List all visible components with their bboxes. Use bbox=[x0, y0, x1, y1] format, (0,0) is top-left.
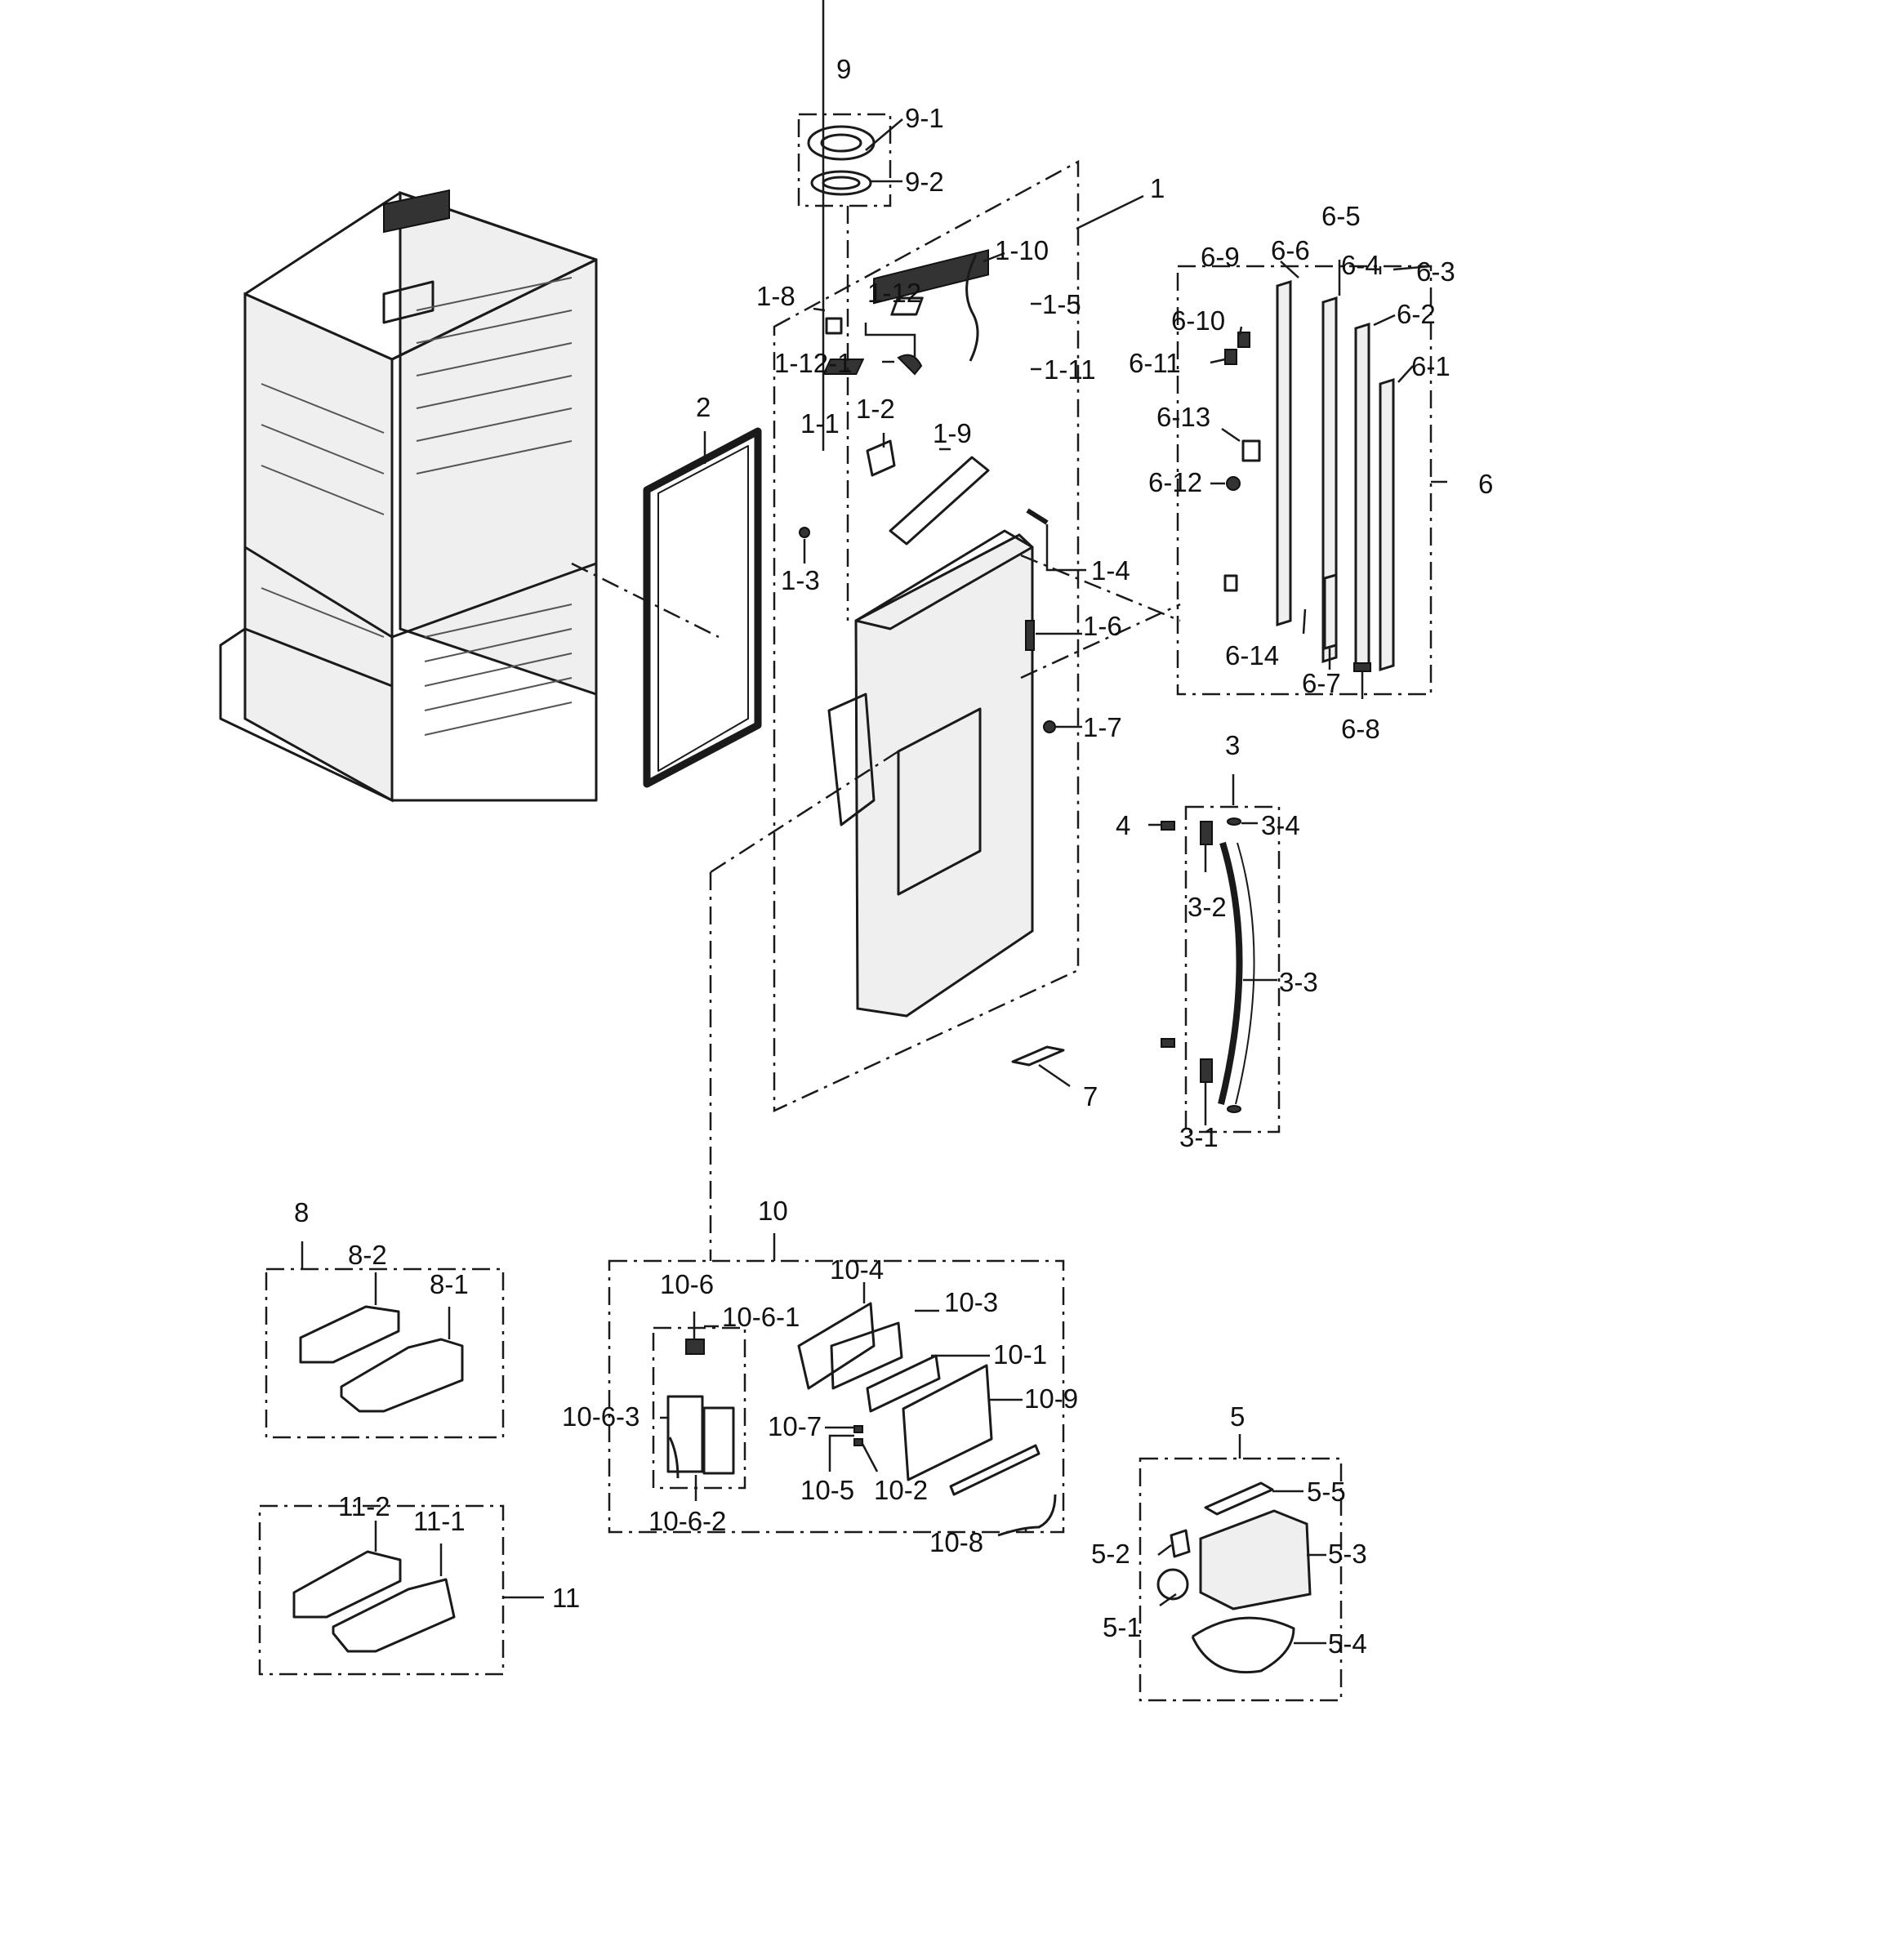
callout-6-14: 6-14 bbox=[1225, 640, 1279, 670]
callout-3-1: 3-1 bbox=[1179, 1122, 1219, 1152]
group-5-parts bbox=[1156, 1481, 1312, 1674]
part-7 bbox=[1011, 1045, 1065, 1067]
callout-6-1: 6-1 bbox=[1411, 351, 1451, 381]
callout-1-5: 1-5 bbox=[1042, 289, 1081, 319]
group-box-9 bbox=[797, 113, 892, 207]
callout-10-4: 10-4 bbox=[830, 1254, 884, 1285]
callout-9: 9 bbox=[836, 54, 851, 84]
group-1-small-parts bbox=[799, 254, 1049, 538]
callout-10-6: 10-6 bbox=[660, 1269, 714, 1299]
callout-8: 8 bbox=[294, 1197, 309, 1227]
callout-4: 4 bbox=[1116, 810, 1130, 840]
callout-6: 6 bbox=[1478, 469, 1493, 499]
callout-1-12: 1-12 bbox=[867, 278, 921, 308]
callout-10-6-1: 10-6-1 bbox=[722, 1302, 800, 1332]
group-boxes bbox=[258, 113, 1433, 1702]
group-9-parts bbox=[807, 125, 876, 196]
callout-7: 7 bbox=[1083, 1081, 1098, 1111]
callout-3-4: 3-4 bbox=[1261, 810, 1300, 840]
callout-10-3: 10-3 bbox=[944, 1287, 998, 1317]
callout-6-6: 6-6 bbox=[1271, 235, 1310, 265]
callout-5: 5 bbox=[1230, 1401, 1245, 1432]
callout-11-2: 11-2 bbox=[338, 1491, 390, 1521]
group-10-parts bbox=[666, 1302, 1057, 1537]
callout-3-3: 3-3 bbox=[1279, 967, 1318, 997]
callout-6-9: 6-9 bbox=[1201, 242, 1240, 272]
callout-3: 3 bbox=[1225, 730, 1240, 760]
callout-1-4: 1-4 bbox=[1091, 555, 1130, 586]
callout-9-1: 9-1 bbox=[905, 103, 944, 133]
group-6-parts bbox=[1223, 279, 1395, 672]
callout-6-5: 6-5 bbox=[1321, 201, 1361, 231]
group-11-parts bbox=[292, 1550, 456, 1653]
callout-1-2: 1-2 bbox=[856, 394, 895, 424]
callout-10: 10 bbox=[758, 1196, 788, 1226]
callout-6-4: 6-4 bbox=[1341, 250, 1380, 280]
callout-1-8: 1-8 bbox=[756, 281, 795, 311]
callout-6-8: 6-8 bbox=[1341, 714, 1380, 744]
group-box-10-6 bbox=[652, 1326, 746, 1490]
door-gasket-2 bbox=[643, 427, 762, 788]
group-3-parts bbox=[1161, 817, 1255, 1113]
callout-6-2: 6-2 bbox=[1397, 299, 1436, 329]
group-8-parts bbox=[299, 1305, 464, 1413]
callout-8-2: 8-2 bbox=[348, 1240, 387, 1270]
callout-5-3: 5-3 bbox=[1328, 1539, 1367, 1569]
callout-6-3: 6-3 bbox=[1416, 256, 1455, 287]
callout-10-8: 10-8 bbox=[929, 1527, 983, 1557]
callout-1-12-1: 1-12-1 bbox=[774, 348, 852, 378]
fridge-cabinet bbox=[219, 189, 598, 803]
callout-5-5: 5-5 bbox=[1307, 1477, 1346, 1507]
callout-1-11: 1-11 bbox=[1044, 354, 1096, 385]
callout-6-13: 6-13 bbox=[1156, 402, 1210, 432]
door-assembly-1 bbox=[827, 249, 1056, 1018]
callout-1-1: 1-1 bbox=[800, 408, 840, 439]
callout-11: 11 bbox=[552, 1583, 580, 1613]
group-box-1 bbox=[773, 159, 1080, 1112]
callout-10-6-3: 10-6-3 bbox=[562, 1401, 639, 1432]
callout-10-9: 10-9 bbox=[1024, 1383, 1078, 1414]
group-box-3 bbox=[1184, 805, 1281, 1134]
callout-1: 1 bbox=[1150, 173, 1165, 203]
callout-6-12: 6-12 bbox=[1148, 467, 1202, 497]
group-box-10 bbox=[608, 1259, 1065, 1534]
callout-6-11: 6-11 bbox=[1129, 348, 1181, 378]
callout-10-7: 10-7 bbox=[768, 1411, 822, 1441]
callout-2: 2 bbox=[696, 392, 711, 422]
callout-10-2: 10-2 bbox=[874, 1475, 928, 1505]
callout-1-9: 1-9 bbox=[933, 418, 972, 448]
callout-11-1: 11-1 bbox=[413, 1506, 466, 1536]
callout-5-2: 5-2 bbox=[1091, 1539, 1130, 1569]
group-box-5 bbox=[1139, 1457, 1343, 1702]
callout-3-2: 3-2 bbox=[1188, 892, 1227, 922]
callout-1-6: 1-6 bbox=[1083, 611, 1122, 641]
callout-5-1: 5-1 bbox=[1103, 1612, 1142, 1642]
callout-9-2: 9-2 bbox=[905, 167, 944, 197]
callout-1-10: 1-10 bbox=[995, 235, 1049, 265]
callout-8-1: 8-1 bbox=[430, 1269, 469, 1299]
callout-5-4: 5-4 bbox=[1328, 1628, 1367, 1659]
callout-labels: 9 9-1 9-2 1 1-10 1-5 1-8 1-12 1-12-1 1-1… bbox=[294, 54, 1493, 1659]
group-box-6 bbox=[1176, 265, 1433, 696]
group-box-8 bbox=[265, 1267, 505, 1439]
callout-10-1: 10-1 bbox=[993, 1339, 1047, 1370]
callout-10-5: 10-5 bbox=[800, 1475, 854, 1505]
assembly-lines bbox=[571, 206, 1181, 1261]
callout-1-7: 1-7 bbox=[1083, 712, 1122, 742]
callout-1-3: 1-3 bbox=[781, 565, 820, 595]
callout-6-7: 6-7 bbox=[1302, 668, 1341, 698]
leader-lines bbox=[301, 0, 1447, 1645]
callout-6-10: 6-10 bbox=[1171, 305, 1225, 336]
callout-10-6-2: 10-6-2 bbox=[648, 1506, 726, 1536]
